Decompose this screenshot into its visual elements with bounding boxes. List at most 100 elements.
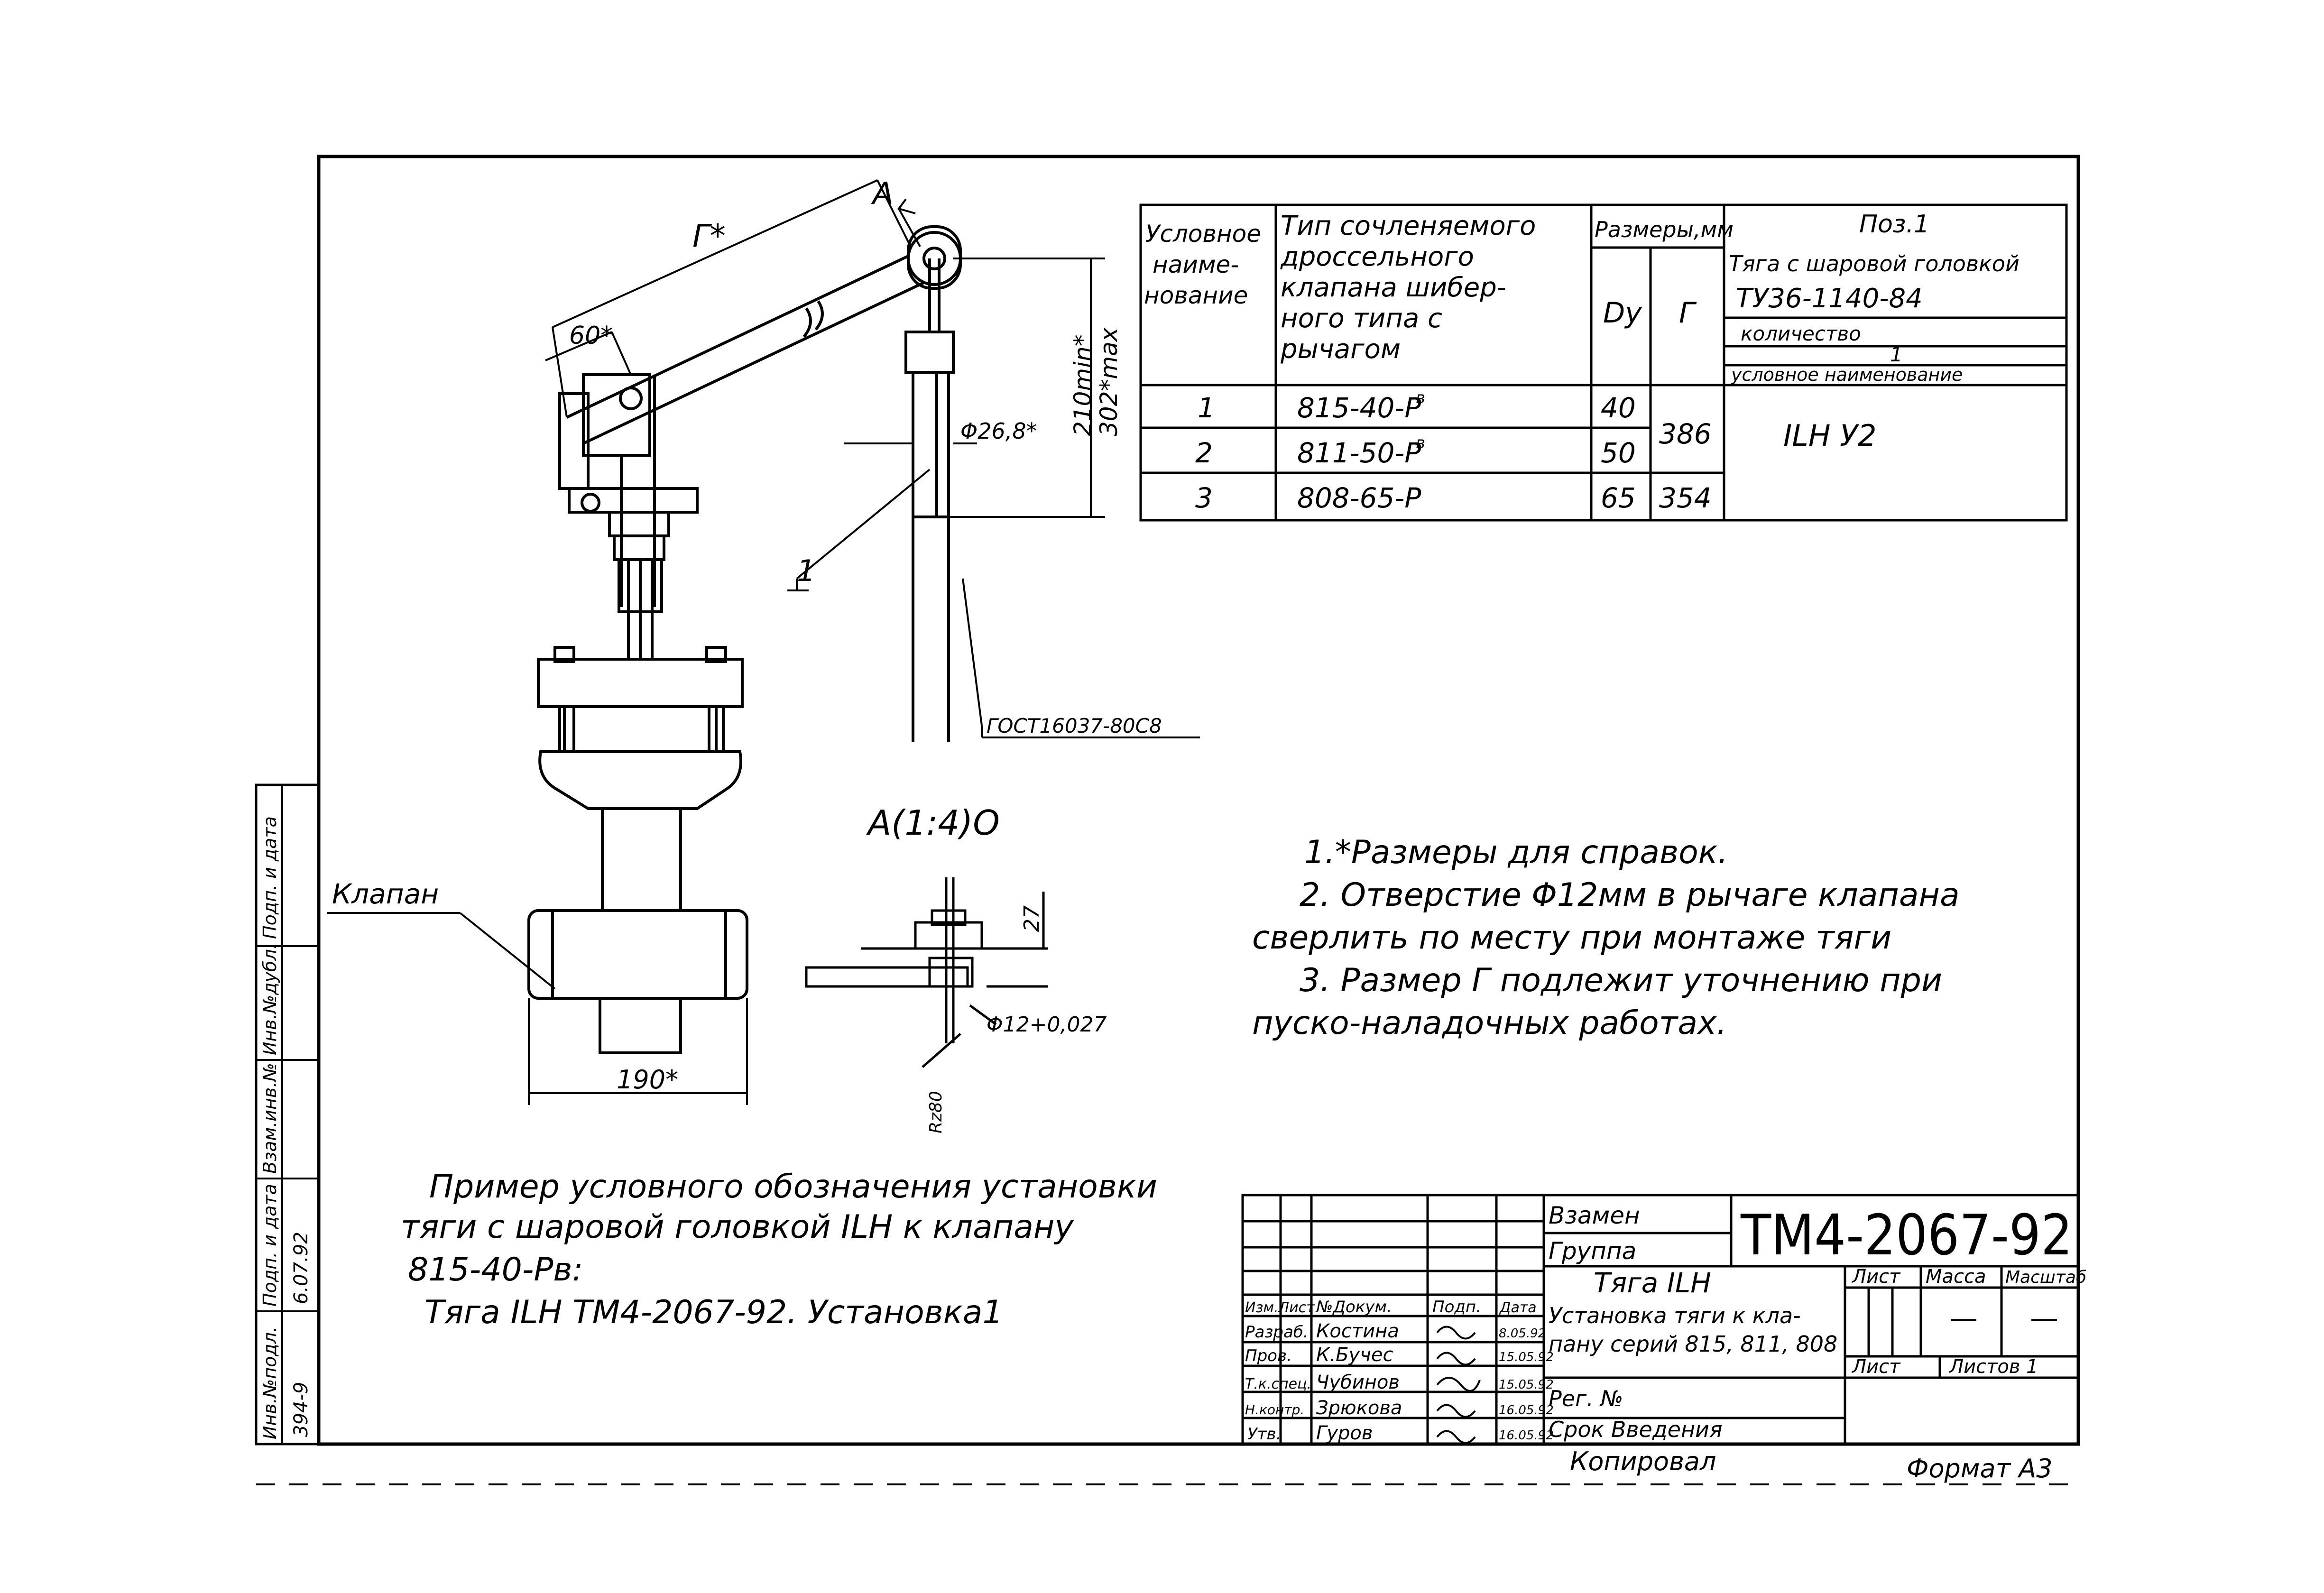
stamp-name-5: Гуров [1316,1422,1373,1444]
title-block [1241,1194,2080,1446]
stamp-name-1: Костина [1316,1320,1399,1342]
signature-scribbles [1436,1326,1481,1444]
pos-1: 1 [797,553,815,588]
label-klapan: Клапан [332,878,439,910]
th-type-1: Тип сочленяемого [1281,211,1536,241]
row-1-n: 1 [1198,392,1215,424]
dia-12: Φ12+0,027 [987,1013,1107,1037]
row-1-type: 815-40-Р [1297,392,1421,424]
valve-dimensions [327,912,748,1105]
tb-code: ТМ4-2067-92 [1740,1202,2073,1268]
rod-assembly [904,258,955,742]
row-2-type: 811-50-Р [1297,437,1421,469]
stamp-role-5: Утв. [1247,1425,1281,1444]
gost-label: ГОСТ16037-80С8 [987,714,1162,737]
tb-dash-1: — [1949,1302,1978,1335]
row-3-type: 808-65-Р [1297,482,1421,514]
th-type-2: дроссельного [1280,241,1474,272]
stamp-name-0: №Докум. [1315,1298,1392,1317]
stamp-date-5: 16.05.92 [1499,1428,1554,1443]
tb-listov: Листов 1 [1948,1356,2038,1378]
stamp-role-0: Изм.Лист [1245,1299,1315,1316]
dim-27: 27 [1020,905,1044,932]
th-item-name: Тяга с шаровой головкой [1729,251,2020,276]
th-pos: Поз.1 [1859,210,1929,239]
example-3: 815-40-Рв: [408,1251,583,1289]
stamp-role-3: Т.к.спец. [1245,1376,1311,1392]
dim-302: 302*max [1095,327,1123,436]
stamp-date-1: 8.05.92 [1499,1326,1546,1341]
dim-190: 190* [617,1065,678,1095]
row-2-sup: в [1416,433,1425,452]
g-merged: 386 [1659,418,1712,450]
tb-title-3: пану серий 815, 811, 808 [1549,1331,1837,1357]
stamp-name-3: Чубинов [1316,1372,1400,1393]
side-label-1: Подп. и дата [259,816,280,939]
example-1: Пример условного обозначения установки [429,1168,1157,1206]
row-3-n: 3 [1195,482,1213,514]
tb-title-2: Установка тяги к кла- [1549,1303,1801,1328]
row-3-dy: 65 [1601,482,1636,514]
th-type-5: рычагом [1280,334,1401,365]
row-1-sup: в [1416,388,1425,407]
th-qty-value: 1 [1890,343,1903,366]
tb-vzamen: Взамен [1549,1202,1640,1229]
tb-gruppa: Группа [1549,1237,1636,1265]
dia-268: Φ26,8* [960,418,1037,444]
row-1-dy: 40 [1601,392,1636,424]
spec-table-text: Условное наиме- нование Тип сочленяемого… [1144,210,2020,514]
stamp-role-1: Разраб. [1245,1323,1309,1342]
side-label-5: Инв.№подл. [259,1326,280,1439]
note-4: 3. Размер Г подлежит уточнению при [1300,962,1942,999]
label-angle-60: 60* [569,322,613,350]
tb-list2: Лист [1851,1356,1901,1378]
cond-value: ILH У2 [1783,418,1876,453]
note-1: 1.*Размеры для справок. [1304,834,1728,871]
g-row3: 354 [1659,482,1712,514]
side-label-4: Подп. и дата [259,1184,280,1307]
view-a-title: А(1:4)О [866,803,1000,843]
row-2-n: 2 [1195,437,1213,469]
rod-dimensions [787,258,1200,738]
tb-masshtab: Масштаб [2005,1268,2086,1287]
th-name-1: Условное [1145,220,1261,248]
th-name-2: наиме- [1153,251,1239,278]
lever-assembly [527,225,962,1054]
tb-reg: Рег. № [1549,1386,1623,1411]
tb-format: Формат А3 [1907,1454,2053,1483]
stamp-name-4: Зрюкова [1316,1397,1402,1419]
tb-kopiroval: Копировал [1570,1446,1716,1476]
label-g-star: Г* [692,218,726,254]
stamp-date-0: Дата [1499,1299,1537,1316]
label-arrow-a: А [871,176,894,212]
tb-title-1: Тяга ILH [1594,1267,1711,1299]
weld-mark: Rz80 [926,1091,946,1133]
side-value-date: 6.07.92 [290,1232,312,1304]
tb-massa: Масса [1926,1266,1986,1288]
note-3: сверлить по месту при монтаже тяги [1252,919,1891,957]
stamp-name-2: К.Бучес [1316,1344,1393,1366]
stamp-sign-0: Подп. [1432,1298,1481,1317]
dim-210: 210min* [1069,334,1097,436]
stamp-date-2: 15.05.92 [1499,1350,1554,1364]
th-cond-label: условное наименование [1731,364,1963,385]
lever-dimensions [545,179,921,418]
stamp-date-4: 16.05.92 [1499,1403,1554,1418]
tb-dash-2: — [2030,1302,2058,1335]
th-type-3: клапана шибер- [1281,272,1506,303]
view-a-detail [805,877,1048,1068]
th-sizes: Размеры,мм [1595,217,1734,242]
row-2-dy: 50 [1601,437,1636,469]
example-4: Тяга ILH ТМ4-2067-92. Установка1 [424,1294,1003,1331]
th-name-3: нование [1144,282,1248,309]
th-type-4: ного типа с [1281,303,1442,334]
example-2: тяги с шаровой головкой ILH к клапану [401,1208,1074,1246]
note-2: 2. Отверстие Φ12мм в рычаге клапана [1300,876,1960,914]
th-item-spec: ТУ36-1140-84 [1736,283,1923,314]
title-block-text: Взамен Группа ТМ4-2067-92 Тяга ILH Устан… [1245,1202,2086,1483]
tb-srok: Срок Введения [1549,1417,1723,1442]
tb-list: Лист [1851,1266,1901,1288]
side-value-inv: 394-9 [290,1382,312,1437]
th-g: Г [1679,296,1697,330]
